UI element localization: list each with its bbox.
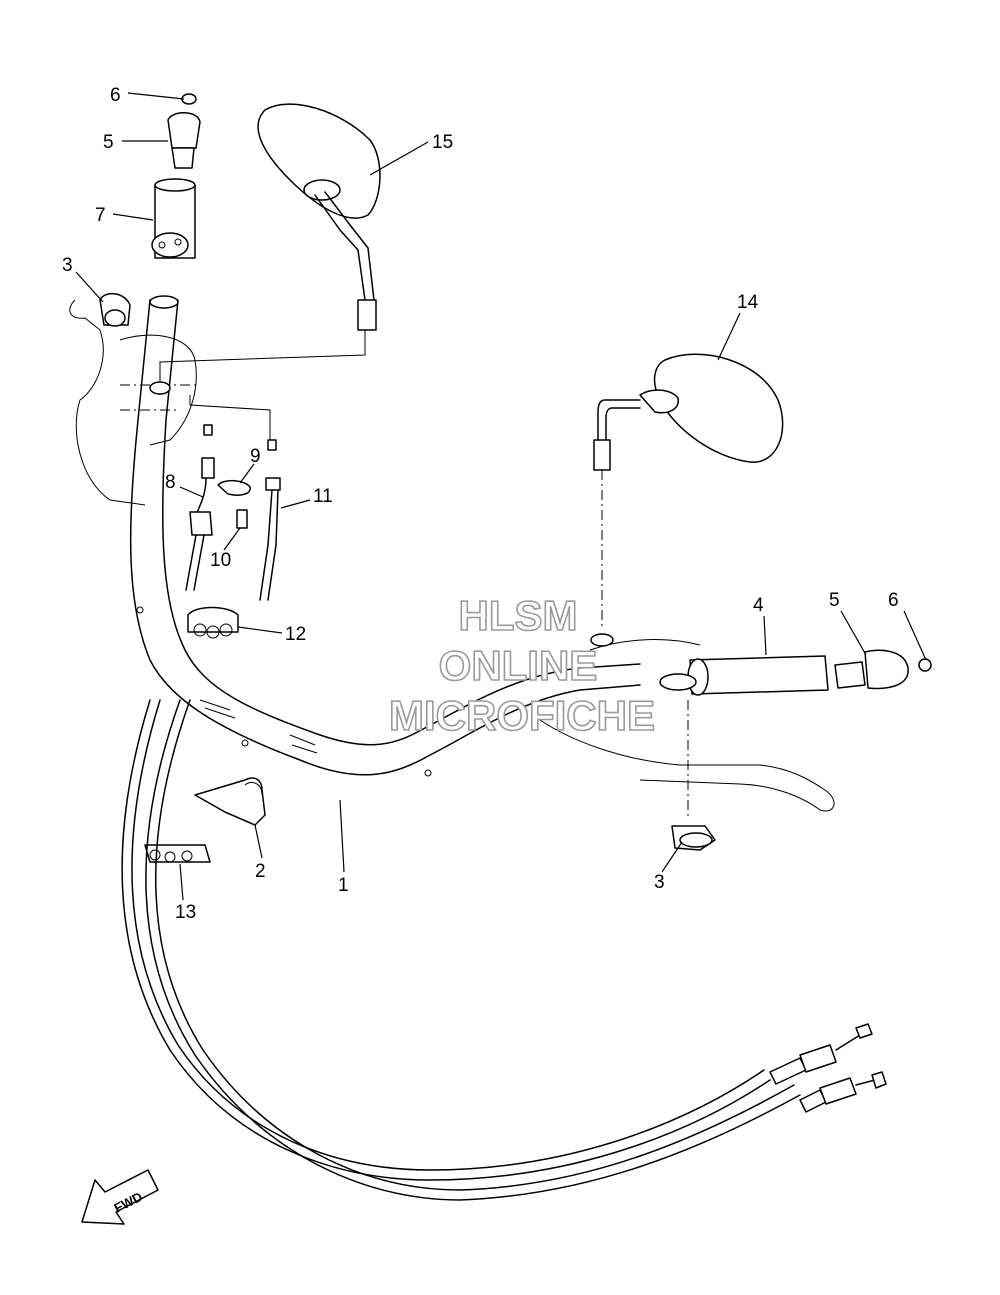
callout-7: 7 [95,205,106,226]
callout-2: 2 [255,861,266,882]
callout-1: 1 [338,875,349,896]
callout-4: 4 [753,595,764,616]
callout-8: 8 [165,472,176,493]
callout-10: 10 [210,550,231,571]
mounting-lines [149,330,689,820]
cable-adjusters [185,424,281,601]
mirror-right [593,353,784,471]
watermark-line-3: MICROFICHE [389,692,655,739]
right-grip [659,655,829,696]
callout-5-right: 5 [829,590,840,611]
callout-3-left: 3 [62,255,73,276]
long-cables [121,699,887,1201]
clamp-2 [194,777,266,826]
mirror-left [257,103,381,331]
handlebar [129,295,641,777]
callout-13: 13 [175,902,196,923]
callout-6-right: 6 [888,590,899,611]
callout-14: 14 [737,292,759,313]
left-grip [151,178,196,259]
watermark: HLSM ONLINE MICROFICHE [388,591,656,740]
callout-6-left: 6 [110,85,121,106]
callout-11: 11 [313,486,333,507]
cable-guide-right [671,825,716,851]
left-lever-assembly [69,299,200,506]
clamp-13 [144,844,211,863]
cable-holder [187,606,239,639]
cable-guide-left [99,293,131,327]
callouts: 6 5 7 3 15 14 8 9 10 11 12 2 13 1 4 5 6 … [62,85,899,923]
left-bar-end [167,93,201,169]
callout-12: 12 [285,624,306,645]
watermark-line-1: HLSM [459,592,578,639]
callout-15: 15 [432,132,453,153]
callout-9: 9 [250,446,261,467]
callout-3-right: 3 [654,872,665,893]
fwd-direction-arrow: FWD [81,1169,159,1225]
leader-lines [75,92,927,901]
right-lever-assembly [539,639,835,812]
callout-5-left: 5 [103,132,114,153]
watermark-line-2: ONLINE [439,642,598,689]
right-bar-end [834,649,932,690]
